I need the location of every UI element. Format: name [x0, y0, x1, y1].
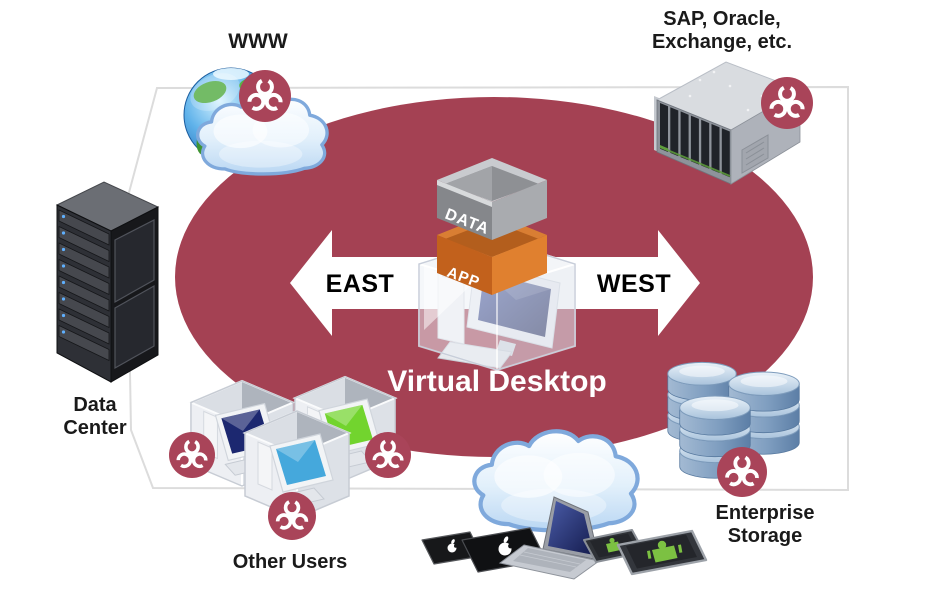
laptop-icon — [498, 496, 601, 580]
data-center-label-line2: Center — [63, 417, 127, 439]
east-label: EAST — [326, 270, 395, 298]
biohazard-icon — [761, 77, 813, 129]
enterprise-storage-label-line2: Storage — [728, 525, 802, 547]
other-users-node: Other Users — [169, 375, 411, 573]
android-tablet-icon — [583, 529, 645, 563]
biohazard-icon — [268, 492, 316, 540]
server-rack-icon — [55, 181, 160, 383]
android-tablet-icon — [616, 529, 708, 576]
biohazard-icon — [239, 70, 291, 122]
biohazard-icon — [717, 447, 767, 497]
www-label: WWW — [228, 30, 288, 53]
data-center-node: Data Center — [55, 181, 160, 439]
biohazard-icon — [365, 432, 411, 478]
enterprise-apps-label-line1: SAP, Oracle, — [663, 8, 780, 30]
www-node: WWW — [183, 30, 329, 176]
data-layer-icon: DATA — [437, 158, 547, 240]
client-devices-node — [421, 431, 708, 580]
blade-server-icon — [654, 61, 802, 185]
enterprise-apps-label-line2: Exchange, etc. — [652, 31, 792, 53]
virtual-desktop-title: Virtual Desktop — [387, 365, 607, 398]
enterprise-storage-node: Enterprise Storage — [667, 361, 815, 547]
west-label: WEST — [597, 270, 671, 298]
other-users-label: Other Users — [233, 551, 348, 573]
enterprise-apps-node: SAP, Oracle, Exchange, etc. — [652, 8, 813, 185]
biohazard-icon — [169, 432, 215, 478]
data-center-label-line1: Data — [73, 394, 117, 416]
enterprise-storage-label-line1: Enterprise — [716, 502, 815, 524]
